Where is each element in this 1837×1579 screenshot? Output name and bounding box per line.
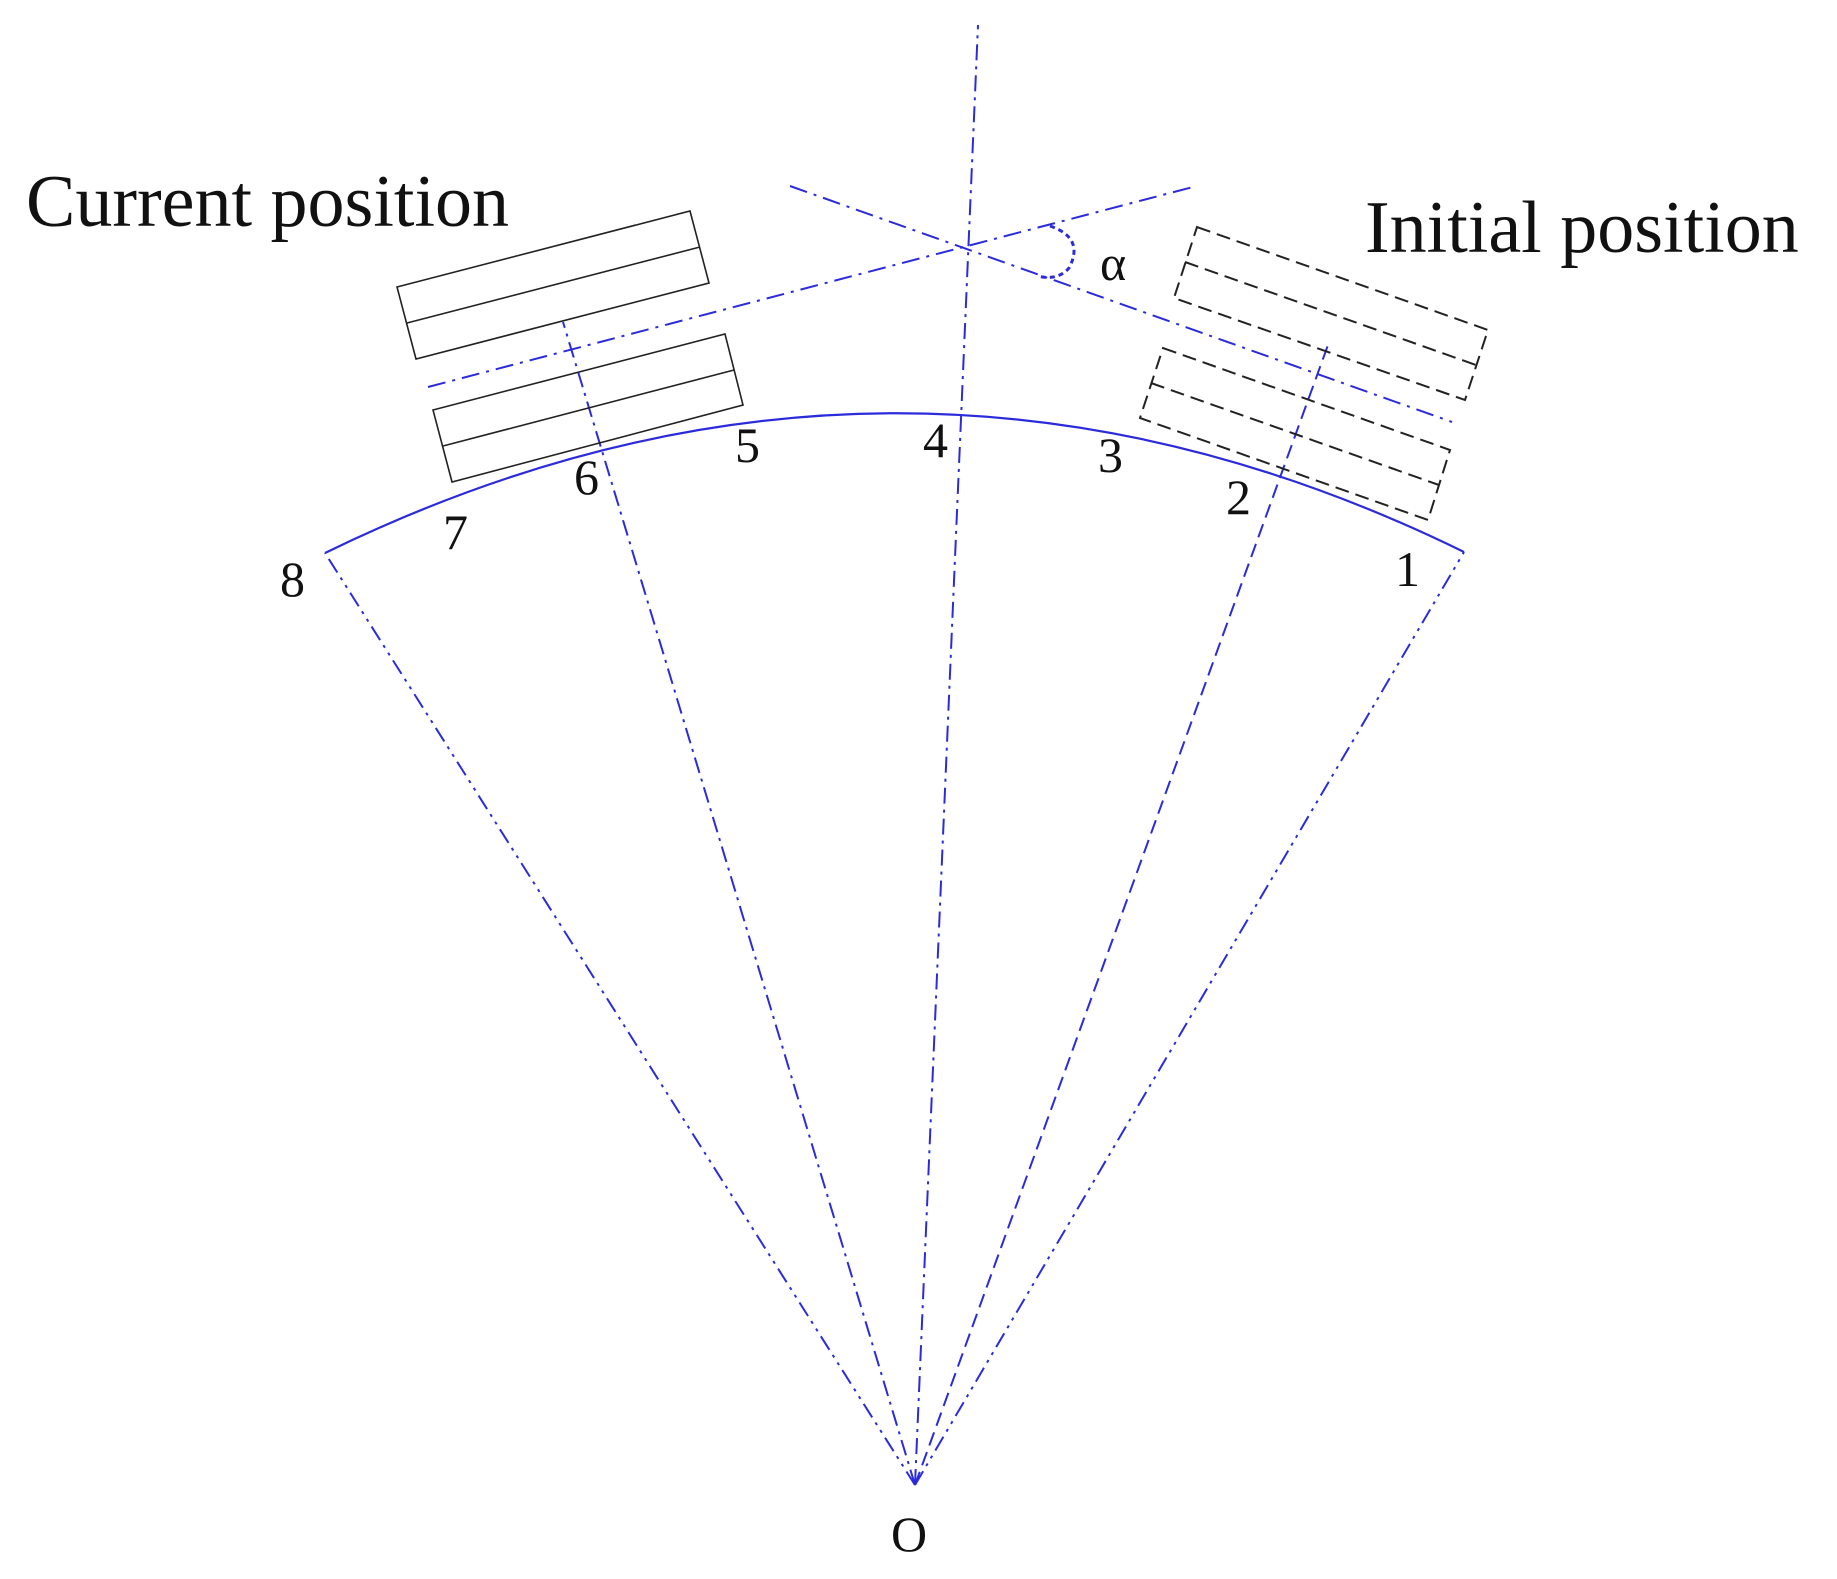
current-lower-block-divider	[442, 369, 735, 447]
sector-arc	[324, 412, 1465, 554]
initial-upper-block-divider	[1184, 261, 1477, 366]
point-label-2: 2	[1226, 469, 1251, 525]
axis-initial	[789, 185, 1453, 423]
initial-upper-block-outline	[1172, 225, 1490, 402]
current-position-label: Current position	[26, 161, 509, 243]
current-upper-block-divider	[406, 246, 701, 324]
ray-to-point-6	[562, 321, 916, 1486]
ray-to-point-2	[914, 344, 1329, 1486]
point-label-8: 8	[280, 551, 305, 607]
point-label-5: 5	[735, 417, 760, 473]
initial-position-blocks	[1138, 225, 1490, 522]
current-lower-block-outline	[432, 333, 744, 483]
initial-upper-block	[1172, 225, 1490, 402]
angle-arc-mark	[1036, 224, 1076, 279]
axis-current	[427, 186, 1194, 388]
ray-to-point-8	[324, 552, 916, 1486]
angle-alpha-label: α	[1100, 235, 1126, 291]
ray-to-point-4	[914, 24, 979, 1486]
initial-position-label: Initial position	[1365, 187, 1799, 269]
current-upper-block	[396, 210, 710, 360]
angle-construction	[427, 185, 1453, 423]
point-label-7: 7	[443, 504, 468, 560]
initial-lower-block	[1138, 346, 1452, 522]
point-label-4: 4	[923, 412, 948, 468]
point-label-3: 3	[1098, 427, 1123, 483]
initial-lower-block-divider	[1150, 382, 1440, 486]
ray-to-point-1	[914, 551, 1465, 1486]
origin-label: O	[891, 1506, 927, 1562]
radial-lines	[324, 24, 1465, 1486]
current-position-blocks	[396, 210, 744, 483]
current-upper-block-outline	[396, 210, 710, 360]
point-label-6: 6	[574, 449, 599, 505]
current-lower-block	[432, 333, 744, 483]
point-label-1: 1	[1395, 541, 1420, 597]
